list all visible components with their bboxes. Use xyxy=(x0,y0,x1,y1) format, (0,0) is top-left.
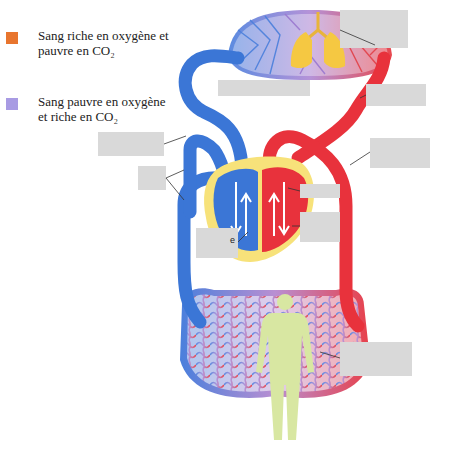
legend-swatch xyxy=(6,32,18,44)
figure-label: e xyxy=(230,235,235,245)
legend-swatch xyxy=(6,98,18,110)
legend-text: Sang riche en oxygène et pauvre en CO₂ xyxy=(38,28,170,58)
legend-text: Sang pauvre en oxygène et riche en CO₂ xyxy=(38,94,170,124)
